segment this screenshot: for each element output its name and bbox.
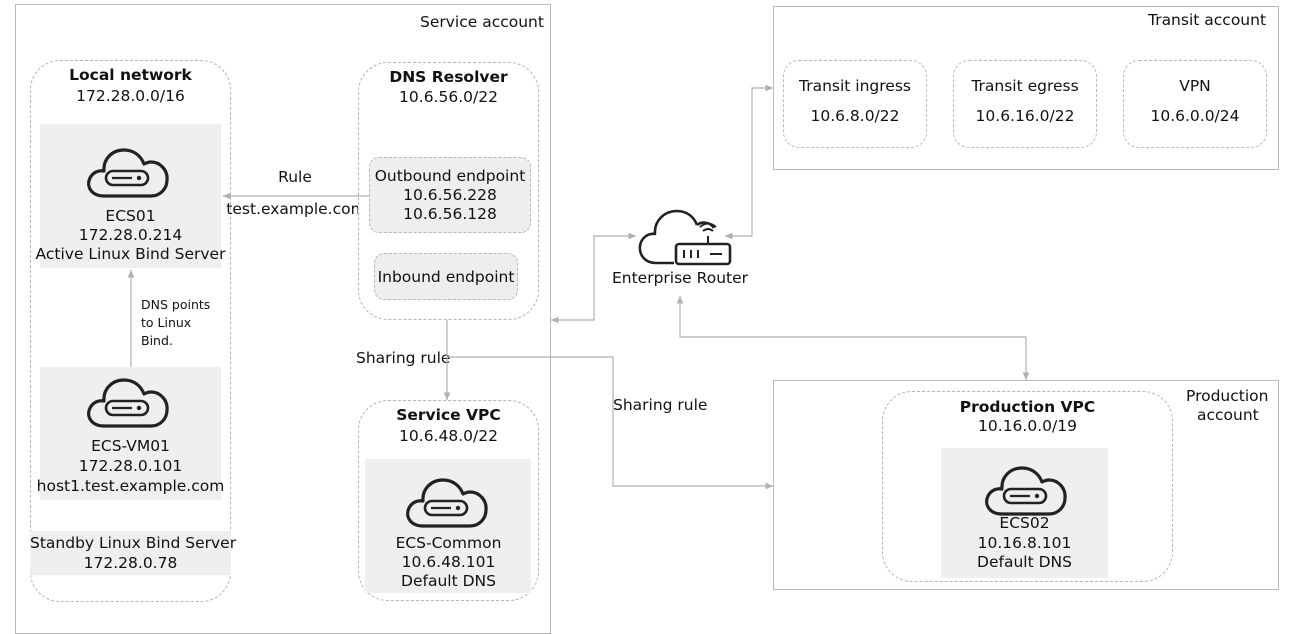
production-vpc-cidr: 10.16.0.0/19: [978, 417, 1077, 435]
standby-panel: [30, 531, 231, 575]
production-account-label-line1: Production: [1186, 387, 1269, 405]
outbound-endpoint-label: Outbound endpoint: [374, 167, 526, 185]
ecs-vm01-ip: 172.28.0.101: [78, 457, 183, 475]
transit-ingress-cidr: 10.6.8.0/22: [810, 107, 900, 125]
ecs01-name: ECS01: [105, 207, 156, 225]
inbound-endpoint-box: [374, 253, 518, 300]
router-transit-link: [725, 84, 773, 240]
ecs01-role: Active Linux Bind Server: [35, 245, 226, 263]
ecs02-name: ECS02: [999, 514, 1050, 532]
transit-ingress-box: [783, 60, 927, 148]
ecs-common-dns: Default DNS: [401, 572, 496, 590]
router-service-link: [551, 232, 636, 324]
ecs02-ip: 10.16.8.101: [977, 534, 1072, 552]
dns-note-line1: DNS points: [141, 297, 211, 312]
ecs01-ip: 172.28.0.214: [78, 226, 183, 244]
dns-note-line3: Bind.: [141, 333, 173, 348]
ecs-vm01-name: ECS-VM01: [91, 437, 170, 455]
vpn-box: [1123, 60, 1267, 148]
sharing-rule-left-label: Sharing rule: [356, 349, 451, 367]
local-network-title: Local network: [69, 66, 192, 84]
ecs-vm01-panel: [40, 367, 221, 500]
vpn-label: VPN: [1179, 77, 1211, 95]
transit-egress-label: Transit egress: [971, 77, 1079, 95]
transit-egress-cidr: 10.6.16.0/22: [975, 107, 1075, 125]
local-network-cidr: 172.28.0.0/16: [76, 87, 185, 105]
vpn-cidr: 10.6.0.0/24: [1150, 107, 1240, 125]
standby-role: Standby Linux Bind Server: [30, 534, 237, 552]
service-vpc-cidr: 10.6.48.0/22: [399, 427, 498, 445]
rule-domain: test.example.com: [226, 200, 366, 218]
dns-resolver-cidr: 10.6.56.0/22: [399, 88, 498, 106]
ecs-common-ip: 10.6.48.101: [401, 553, 496, 571]
production-vpc-title: Production VPC: [959, 398, 1096, 416]
transit-account-frame: [773, 6, 1279, 170]
enterprise-router-icon: [636, 200, 736, 270]
dns-resolver-title: DNS Resolver: [389, 68, 508, 86]
router-production-link: [676, 296, 1030, 380]
outbound-endpoint-ip1: 10.6.56.228: [403, 186, 497, 204]
ecs02-dns: Default DNS: [977, 553, 1072, 571]
sharing-rule-right-arrow: [447, 356, 773, 490]
transit-ingress-label: Transit ingress: [799, 77, 911, 95]
dns-note-line2: to Linux: [141, 315, 192, 330]
cloud-server-icon: [82, 140, 172, 204]
transit-egress-box: [953, 60, 1097, 148]
production-account-frame: [773, 380, 1279, 590]
inbound-endpoint-label: Inbound endpoint: [377, 268, 515, 286]
cloud-server-icon: [82, 370, 172, 434]
outbound-endpoint-ip2: 10.6.56.128: [403, 205, 497, 223]
ecs-vm01-host: host1.test.example.com: [36, 477, 225, 495]
standby-ip: 172.28.0.78: [83, 554, 178, 572]
service-vpc-title: Service VPC: [396, 406, 501, 424]
service-account-label: Service account: [420, 13, 544, 31]
rule-label: Rule: [278, 168, 312, 186]
cloud-server-icon: [980, 458, 1070, 522]
cloud-server-icon: [401, 470, 491, 534]
ecs-common-name: ECS-Common: [395, 534, 502, 552]
transit-account-label: Transit account: [1148, 11, 1267, 29]
sharing-rule-center-label: Sharing rule: [613, 396, 708, 414]
production-account-label-line2: account: [1197, 406, 1259, 424]
outbound-endpoint-box: [369, 157, 531, 233]
enterprise-router-label: Enterprise Router: [611, 269, 749, 287]
